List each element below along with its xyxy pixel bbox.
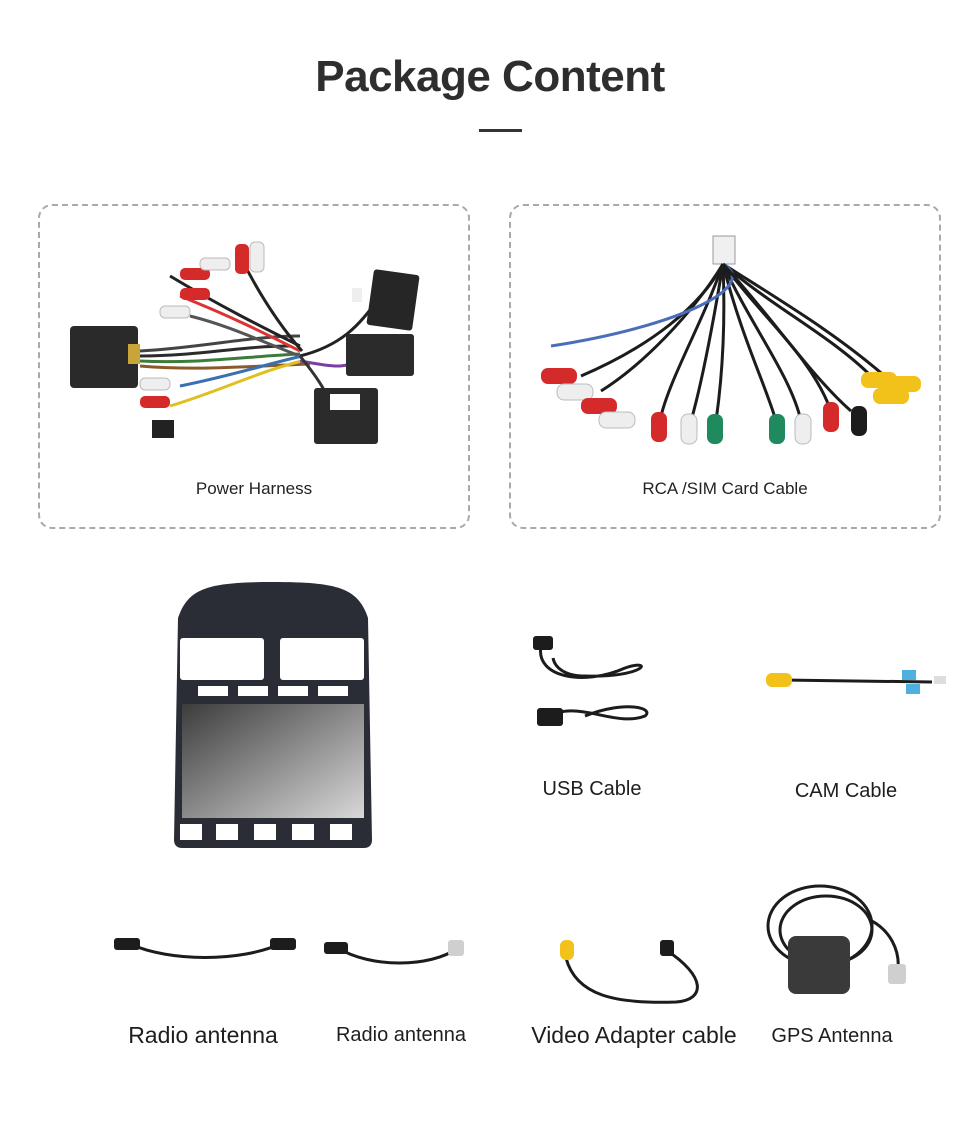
rca-cable-card: RCA /SIM Card Cable — [509, 204, 941, 529]
video-adapter-image — [560, 940, 699, 1004]
video-adapter-label: Video Adapter cable — [531, 1022, 737, 1048]
rca-cable-label: RCA /SIM Card Cable — [642, 479, 808, 498]
head-unit-image — [174, 582, 372, 848]
cam-cable-image — [766, 670, 946, 694]
title-divider — [479, 129, 522, 132]
page-title: Package Content — [315, 52, 665, 101]
cam-cable-label: CAM Cable — [794, 780, 898, 802]
usb-cable-label: USB Cable — [542, 778, 642, 800]
radio-antenna-label-1: Radio antenna — [128, 1022, 278, 1048]
radio-antenna-image — [114, 938, 296, 959]
power-harness-card: Power Harness — [38, 204, 470, 529]
radio-antenna-image-2 — [324, 940, 464, 965]
usb-cable-image — [533, 636, 649, 726]
power-harness-label: Power Harness — [195, 479, 313, 498]
gps-antenna-label: GPS Antenna — [771, 1025, 893, 1047]
power-harness-image — [70, 241, 420, 444]
rca-cable-image — [541, 235, 921, 445]
radio-antenna-label-2: Radio antenna — [335, 1024, 467, 1046]
gps-antenna-image — [766, 884, 906, 994]
